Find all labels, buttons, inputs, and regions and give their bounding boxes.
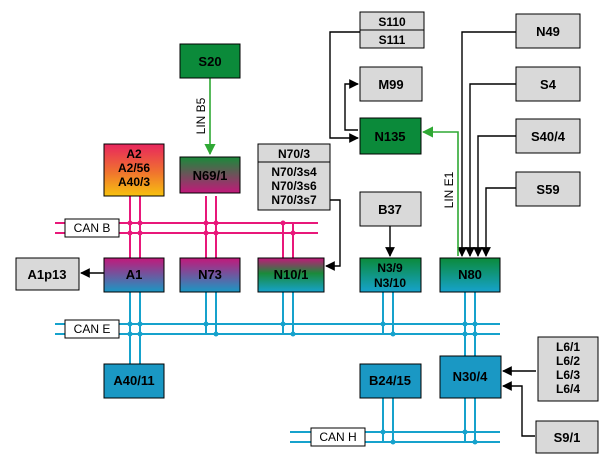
svg-text:A2: A2 (126, 147, 142, 161)
module-n73: N73 (179, 257, 241, 293)
svg-text:N30/4: N30/4 (453, 369, 488, 384)
svg-text:L6/2: L6/2 (556, 354, 580, 368)
svg-text:B24/15: B24/15 (369, 373, 411, 388)
module-a1: A1 (103, 257, 165, 293)
module-s40-4: S40/4 (515, 118, 581, 154)
svg-text:S4: S4 (540, 77, 557, 92)
module-s20: S20 (179, 43, 241, 79)
module-l6-group: L6/1 L6/2 L6/3 L6/4 (537, 336, 599, 402)
svg-text:CAN E: CAN E (74, 322, 111, 336)
svg-text:L6/3: L6/3 (556, 368, 580, 382)
module-s9-1: S9/1 (535, 420, 599, 454)
svg-text:N135: N135 (374, 129, 405, 144)
can-h-label: CAN H (310, 427, 366, 447)
svg-text:A40/3: A40/3 (118, 175, 150, 189)
svg-text:L6/4: L6/4 (556, 382, 580, 396)
module-s4: S4 (515, 66, 581, 102)
module-s59: S59 (515, 171, 581, 207)
svg-text:CAN B: CAN B (74, 221, 111, 235)
svg-text:A2/56: A2/56 (118, 161, 150, 175)
can-e-label: CAN E (64, 319, 120, 339)
can-e-bus (55, 292, 500, 364)
module-n135: N135 (359, 117, 422, 155)
module-n70-group: N70/3 N70/3s4 N70/3s6 N70/3s7 (257, 143, 331, 211)
module-n30-4: N30/4 (439, 355, 502, 399)
svg-text:N70/3s7: N70/3s7 (271, 193, 317, 207)
module-a1p13: A1p13 (15, 257, 80, 291)
svg-text:L6/1: L6/1 (556, 340, 580, 354)
svg-text:S111: S111 (379, 33, 406, 47)
module-s110-s111: S110 S111 (359, 11, 425, 49)
module-a2-group: A2 A2/56 A40/3 (103, 143, 165, 197)
svg-text:M99: M99 (378, 77, 403, 92)
svg-text:N3/10: N3/10 (374, 276, 406, 290)
module-m99: M99 (359, 66, 423, 102)
module-a40-11: A40/11 (103, 363, 165, 399)
module-n10-1: N10/1 (257, 257, 325, 293)
svg-text:B37: B37 (378, 202, 402, 217)
module-n69-1: N69/1 (179, 156, 241, 194)
svg-text:N10/1: N10/1 (274, 267, 309, 282)
svg-text:A1: A1 (126, 267, 143, 282)
svg-text:N70/3s6: N70/3s6 (271, 179, 317, 193)
svg-text:N70/3s4: N70/3s4 (271, 165, 317, 179)
svg-text:N3/9: N3/9 (377, 261, 403, 275)
lin-b5-label: LIN B5 (194, 97, 208, 134)
lin-wires (204, 78, 459, 256)
svg-text:S59: S59 (536, 182, 559, 197)
svg-text:S110: S110 (378, 15, 406, 29)
svg-text:N49: N49 (536, 24, 560, 39)
can-b-label: CAN B (64, 218, 120, 238)
svg-text:A1p13: A1p13 (27, 267, 66, 282)
svg-text:N73: N73 (198, 267, 222, 282)
svg-text:S40/4: S40/4 (531, 129, 566, 144)
svg-text:S20: S20 (198, 54, 221, 69)
svg-text:CAN H: CAN H (319, 430, 356, 444)
svg-text:N80: N80 (458, 267, 482, 282)
module-n3: N3/9 N3/10 (359, 257, 422, 293)
module-n49: N49 (515, 13, 581, 49)
module-n80: N80 (439, 257, 501, 293)
svg-text:S9/1: S9/1 (554, 430, 581, 445)
module-b37: B37 (359, 191, 422, 227)
signal-wires (80, 31, 536, 437)
lin-e1-label: LIN E1 (442, 171, 456, 208)
module-b24-15: B24/15 (359, 363, 422, 399)
svg-text:N69/1: N69/1 (193, 168, 228, 183)
svg-text:A40/11: A40/11 (113, 373, 154, 388)
svg-text:N70/3: N70/3 (278, 147, 310, 161)
